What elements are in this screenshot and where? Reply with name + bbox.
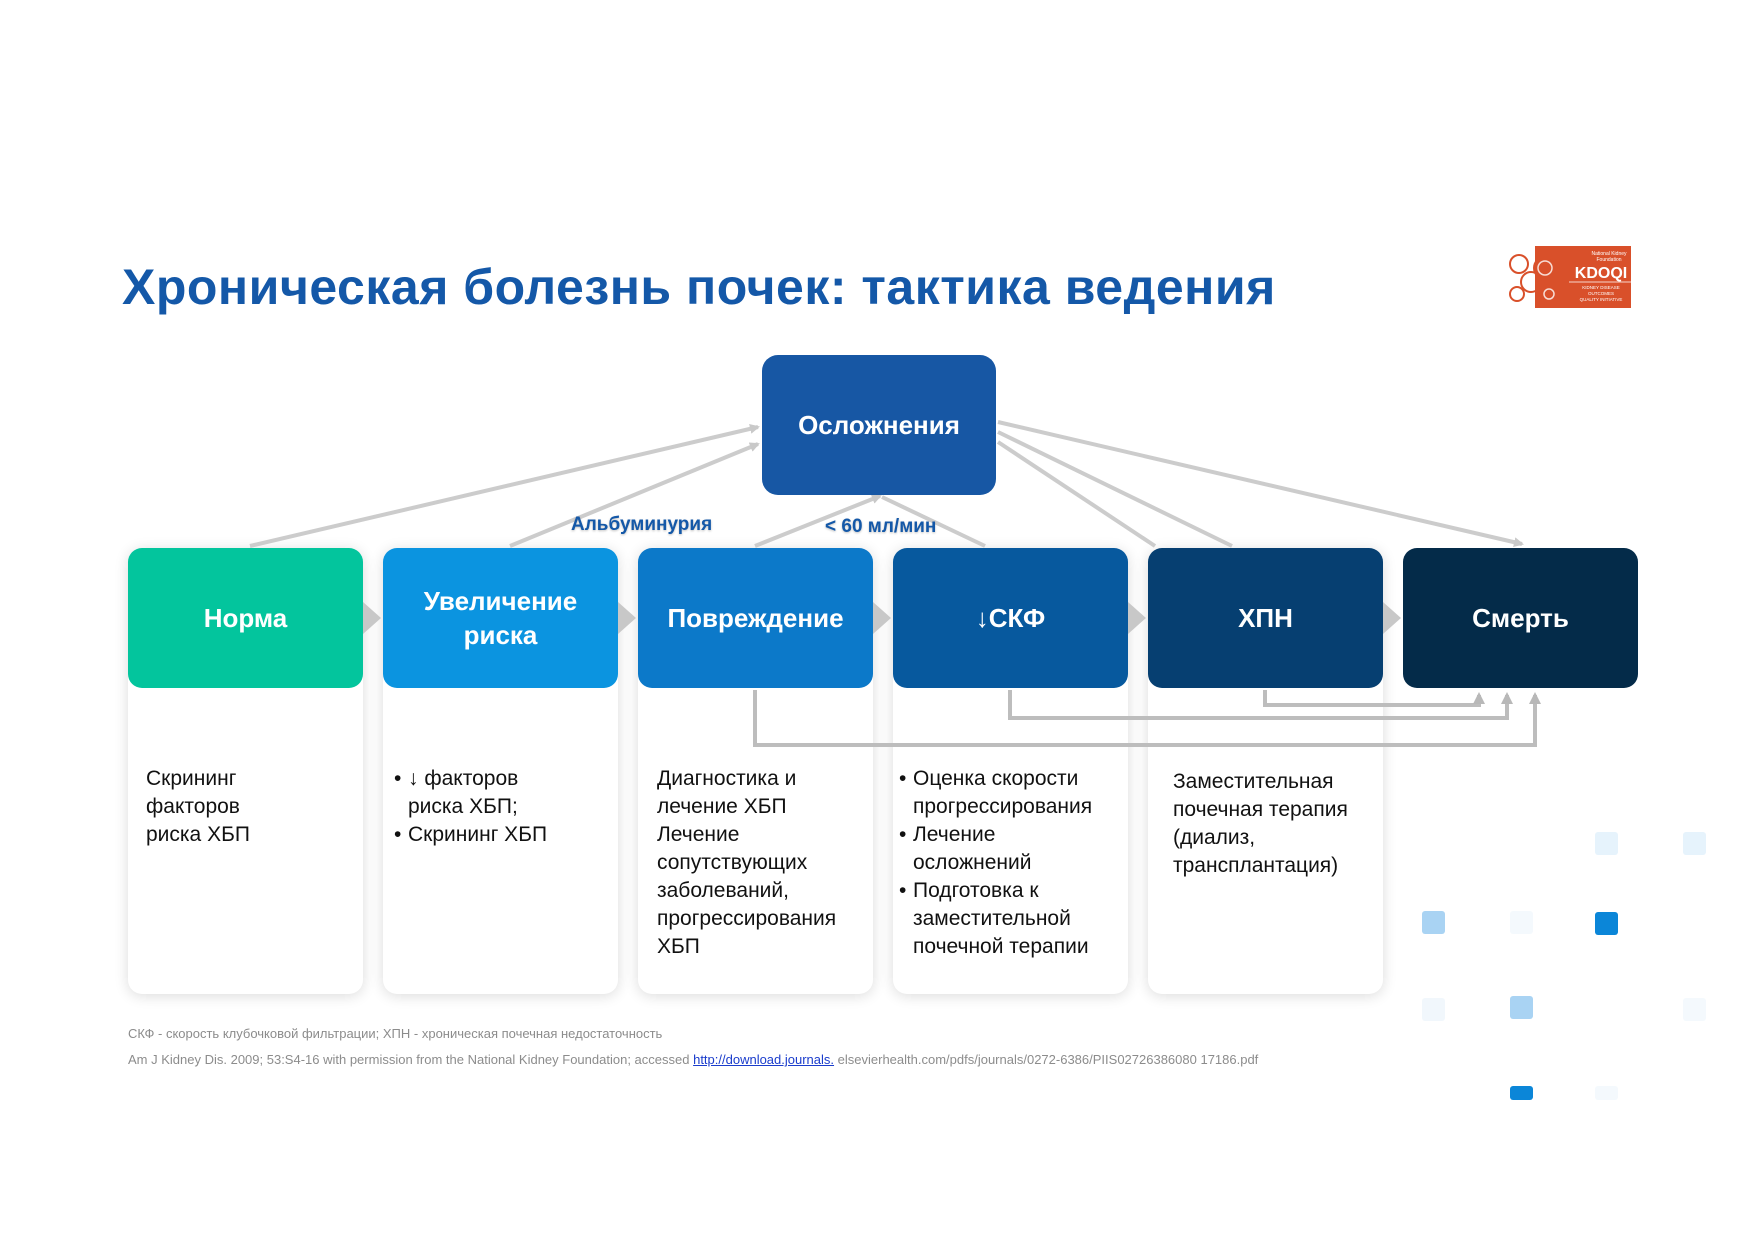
deco-square (1683, 998, 1706, 1021)
svg-text:OUTCOMES: OUTCOMES (1588, 291, 1614, 296)
bullet-risk-factors: ↓ факторов риска ХБП; (394, 765, 548, 821)
stage-increased-risk: Увеличение риска (383, 548, 618, 688)
svg-text:National Kidney: National Kidney (1591, 251, 1627, 257)
deco-square (1595, 832, 1618, 855)
stage-damage: Повреждение (638, 548, 873, 688)
source-link[interactable]: http://download.journals. (693, 1052, 835, 1067)
deco-square (1422, 911, 1445, 934)
deco-square (1422, 998, 1445, 1021)
footnote-abbreviations: СКФ - скорость клубочковой фильтрации; Х… (128, 1026, 663, 1041)
deco-square (1510, 911, 1533, 934)
albuminuria-label: Альбуминурия (571, 514, 713, 535)
svg-text:Foundation: Foundation (1596, 257, 1621, 263)
stage-death: Смерть (1403, 548, 1638, 688)
deco-square (1683, 832, 1706, 855)
bullet-screening: Скрининг ХБП (394, 821, 604, 849)
page-title: Хроническая болезнь почек: тактика веден… (122, 259, 1276, 315)
deco-square (1595, 912, 1618, 935)
footnote-source: Am J Kidney Dis. 2009; 53:S4-16 with per… (128, 1052, 1259, 1067)
stage-ckd: ХПН (1148, 548, 1383, 688)
kdoqi-logo: National Kidney Foundation KDOQI KIDNEY … (1505, 244, 1633, 310)
desc-increased-risk: ↓ факторов риска ХБП; Скрининг ХБП (394, 765, 604, 849)
bullet-progression: Оценка скорости прогрессирования (899, 765, 1109, 821)
bullet-rrt-prep: Подготовка к заместительной почечной тер… (899, 877, 1103, 961)
desc-reduced-gfr: Оценка скорости прогрессирования Лечение… (899, 765, 1109, 961)
svg-text:KIDNEY DISEASE: KIDNEY DISEASE (1582, 285, 1619, 290)
stage-norm: Норма (128, 548, 363, 688)
desc-damage: Диагностика и лечение ХБП Лечение сопутс… (657, 767, 837, 958)
stage-reduced-gfr: ↓СКФ (893, 548, 1128, 688)
complications-box: Осложнения (762, 355, 996, 495)
bullet-complications: Лечение осложнений (899, 821, 1053, 877)
svg-text:KDOQI: KDOQI (1575, 265, 1627, 282)
desc-ckd: Заместительная почечная терапия (диализ,… (1173, 770, 1348, 877)
gfr-threshold-label: < 60 мл/мин (825, 516, 937, 537)
svg-text:QUALITY INITIATIVE: QUALITY INITIATIVE (1580, 297, 1623, 302)
deco-square (1595, 1086, 1618, 1100)
desc-norm: Скрининг факторов риска ХБП (146, 767, 250, 846)
deco-square (1510, 1086, 1533, 1100)
deco-square (1510, 996, 1533, 1019)
